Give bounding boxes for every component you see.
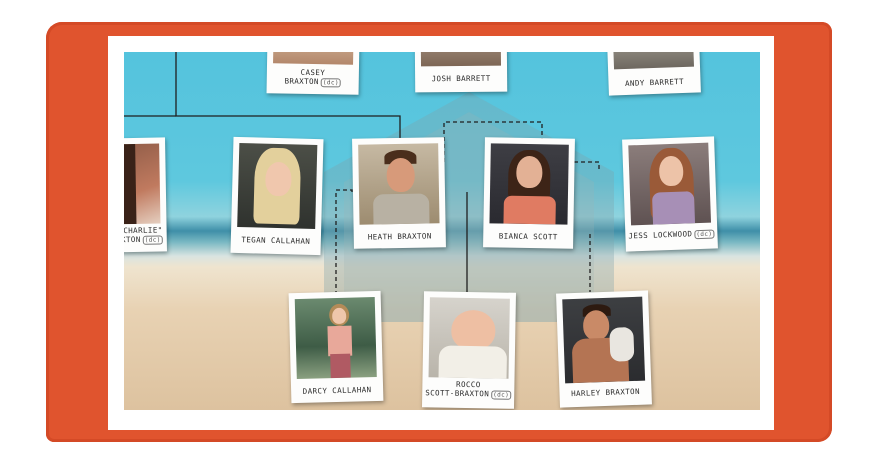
caption-rocco: ROCCO SCOTT-BRAXTON(dc) (422, 379, 514, 400)
photo-darcy (294, 296, 377, 380)
photo-harley (562, 296, 646, 384)
polaroid-casey-braxton: CASEY BRAXTON(dc) (266, 52, 360, 95)
family-tree-scene: CASEY BRAXTON(dc) JOSH BARRETT ANDY BARR… (124, 52, 760, 410)
polaroid-darcy-callahan: DARCY CALLAHAN (288, 290, 384, 404)
photo-jess (628, 142, 712, 226)
photo-bianca (489, 143, 569, 225)
photo-josh (420, 52, 502, 67)
photo-heath (358, 143, 440, 225)
caption-heath: HEATH BRAXTON (367, 231, 432, 242)
polaroid-charlie-buckton: "CHARLIE" BUCKTON(dc) (124, 137, 167, 253)
photo-tegan (237, 142, 318, 230)
caption-tegan: TEGAN CALLAHAN (241, 235, 311, 246)
caption-jess: JESS LOCKWOOD(dc) (625, 228, 717, 241)
photo-rocco (428, 297, 510, 379)
photo-casey (273, 52, 354, 65)
caption-josh: JOSH BARRETT (431, 73, 491, 84)
caption-casey: CASEY BRAXTON(dc) (267, 67, 359, 88)
polaroid-andy-barrett: ANDY BARRETT (607, 52, 701, 96)
polaroid-harley-braxton: HARLEY BRAXTON (556, 290, 652, 408)
caption-bianca: BIANCA SCOTT (498, 231, 558, 242)
polaroid-jess-lockwood: JESS LOCKWOOD(dc) (622, 136, 718, 252)
caption-darcy: DARCY CALLAHAN (302, 385, 372, 396)
caption-andy: ANDY BARRETT (624, 76, 685, 89)
polaroid-rocco-scott-braxton: ROCCO SCOTT-BRAXTON(dc) (421, 291, 517, 409)
polaroid-tegan-callahan: TEGAN CALLAHAN (230, 136, 324, 256)
polaroid-heath-braxton: HEATH BRAXTON (352, 137, 446, 249)
photo-charlie (124, 143, 161, 225)
polaroid-bianca-scott: BIANCA SCOTT (483, 137, 575, 249)
photo-andy (613, 52, 695, 70)
polaroid-josh-barrett: JOSH BARRETT (414, 52, 508, 93)
caption-charlie: "CHARLIE" BUCKTON(dc) (124, 225, 163, 245)
caption-harley: HARLEY BRAXTON (570, 386, 641, 399)
